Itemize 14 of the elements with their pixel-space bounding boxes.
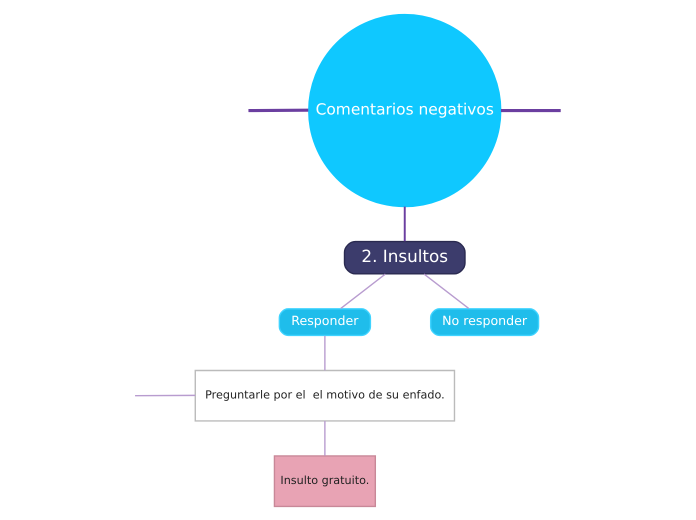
connector <box>404 206 406 241</box>
node-box: 2. Insultos <box>344 240 466 274</box>
node-circle: Comentarios negativos <box>308 13 502 207</box>
node-box: Insulto gratuito. <box>274 454 376 507</box>
connector <box>340 272 386 308</box>
connector <box>248 108 308 112</box>
node-box: Responder <box>278 308 372 336</box>
connector <box>135 394 196 396</box>
connector <box>424 272 470 308</box>
connector <box>501 108 561 112</box>
connector <box>324 335 326 370</box>
connector <box>324 420 326 456</box>
node-box: No responder <box>430 308 540 336</box>
node-box: Preguntarle por el el motivo de su enfado. <box>194 369 456 422</box>
